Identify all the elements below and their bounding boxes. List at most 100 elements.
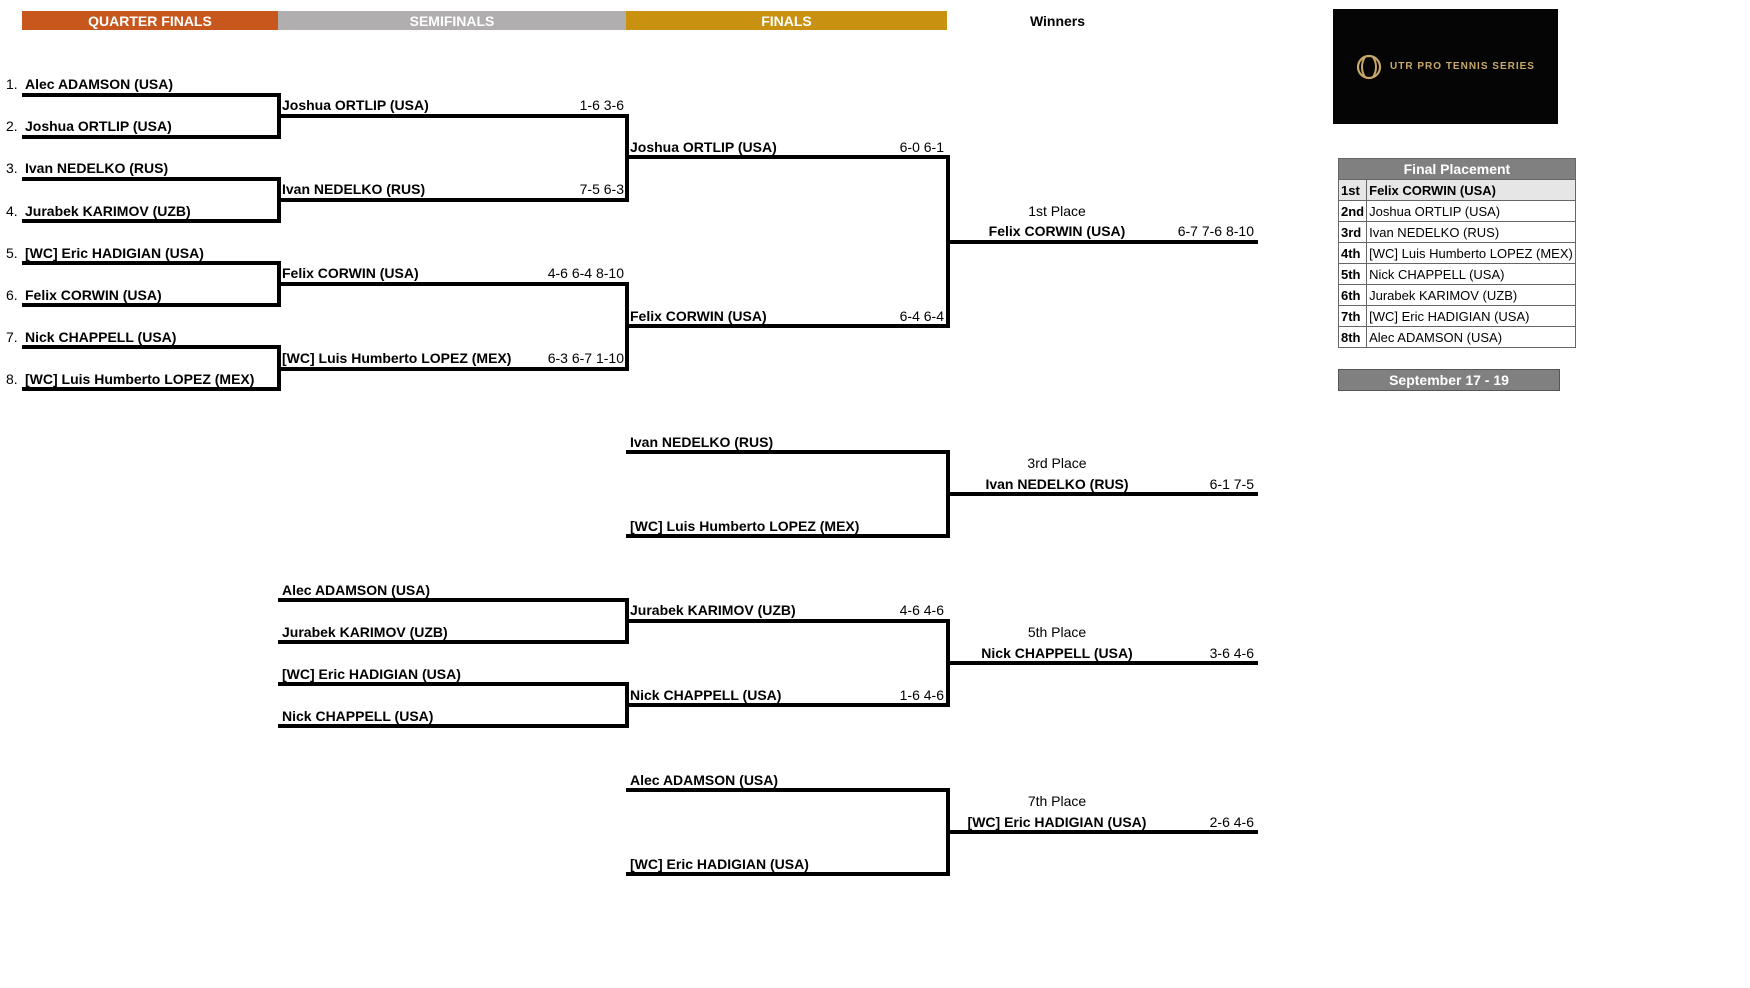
third-match-player-2: [WC] Luis Humberto LOPEZ (MEX): [630, 518, 860, 534]
bracket-line: [626, 534, 950, 538]
bracket-line: [278, 724, 629, 728]
placement-row: 8th Alec ADAMSON (USA): [1337, 326, 1576, 348]
placement-row: 6th Jurabek KARIMOV (UZB): [1337, 284, 1576, 306]
bracket-line: [626, 872, 950, 876]
placement-name: Nick CHAPPELL (USA): [1366, 263, 1576, 285]
utr-logo: UTR PRO TENNIS SERIES: [1333, 9, 1558, 124]
bracket-line: [626, 155, 950, 159]
placement-name: Ivan NEDELKO (RUS): [1366, 221, 1576, 243]
header-winners: Winners: [1029, 13, 1086, 29]
bracket-line: [278, 114, 629, 118]
sf-player-2: Ivan NEDELKO (RUS): [282, 181, 426, 197]
seed-number: 7.: [6, 329, 18, 345]
placement-name: Alec ADAMSON (USA): [1366, 326, 1576, 348]
qf-player-8: [WC] Luis Humberto LOPEZ (MEX): [25, 371, 255, 387]
sf-score-3: 4-6 6-4 8-10: [547, 265, 624, 281]
third-place-score: 6-1 7-5: [1209, 476, 1254, 492]
bracket-line: [626, 788, 950, 792]
event-dates: September 17 - 19: [1338, 369, 1560, 391]
placement-row: 7th [WC] Eric HADIGIAN (USA): [1337, 305, 1576, 327]
placement-rank: 1st: [1337, 179, 1368, 201]
final-placement-title: Final Placement: [1338, 158, 1576, 180]
sf-score-4: 6-3 6-7 1-10: [547, 350, 624, 366]
placement-row: 1st Felix CORWIN (USA): [1337, 179, 1576, 201]
header-semifinals: SEMIFINALS: [278, 11, 626, 30]
tennis-ball-icon: [1356, 54, 1382, 79]
placement-row: 3rd Ivan NEDELKO (RUS): [1337, 221, 1576, 243]
sf-score-1: 1-6 3-6: [579, 97, 624, 113]
consolation-player-4: Nick CHAPPELL (USA): [282, 708, 434, 724]
placement-rank: 7th: [1337, 305, 1368, 327]
fifth-place-score: 3-6 4-6: [1209, 645, 1254, 661]
bracket-line: [278, 367, 629, 371]
seventh-place-title: 7th Place: [1027, 793, 1087, 809]
qf-player-6: Felix CORWIN (USA): [25, 287, 162, 303]
bracket-line: [22, 177, 281, 181]
placement-rank: 6th: [1337, 284, 1368, 306]
bracket-line: [22, 345, 281, 349]
placement-name: [WC] Luis Humberto LOPEZ (MEX): [1366, 242, 1576, 264]
bracket-line: [278, 598, 629, 602]
sf-player-4: [WC] Luis Humberto LOPEZ (MEX): [282, 350, 512, 366]
bracket-line: [278, 640, 629, 644]
qf-player-5: [WC] Eric HADIGIAN (USA): [25, 245, 204, 261]
placement-name: Felix CORWIN (USA): [1366, 179, 1576, 201]
bracket-line: [946, 240, 1258, 244]
sf-player-1: Joshua ORTLIP (USA): [282, 97, 429, 113]
sf-score-2: 7-5 6-3: [579, 181, 624, 197]
first-place-title: 1st Place: [1028, 203, 1086, 219]
first-place-score: 6-7 7-6 8-10: [1177, 223, 1254, 239]
bracket-line: [278, 682, 629, 686]
seed-number: 3.: [6, 160, 18, 176]
qf-player-4: Jurabek KARIMOV (UZB): [25, 203, 191, 219]
seventh-match-player-1: Alec ADAMSON (USA): [630, 772, 779, 788]
fifth-match-score-1: 4-6 4-6: [899, 602, 944, 618]
seed-number: 1.: [6, 76, 18, 92]
bracket-line: [626, 450, 950, 454]
consolation-player-3: [WC] Eric HADIGIAN (USA): [282, 666, 461, 682]
bracket-line: [22, 135, 281, 139]
final-score-1: 6-0 6-1: [899, 139, 944, 155]
seed-number: 6.: [6, 287, 18, 303]
consolation-player-1: Alec ADAMSON (USA): [282, 582, 431, 598]
qf-player-1: Alec ADAMSON (USA): [25, 76, 174, 92]
bracket-line: [626, 324, 950, 328]
fifth-place-title: 5th Place: [1027, 624, 1087, 640]
placement-name: [WC] Eric HADIGIAN (USA): [1366, 305, 1576, 327]
bracket-line: [946, 661, 1258, 665]
bracket-line: [946, 492, 1258, 496]
fifth-match-player-1: Jurabek KARIMOV (UZB): [630, 602, 796, 618]
seed-number: 2.: [6, 118, 18, 134]
seventh-place-score: 2-6 4-6: [1209, 814, 1254, 830]
placement-rank: 5th: [1337, 263, 1368, 285]
seventh-match-player-2: [WC] Eric HADIGIAN (USA): [630, 856, 809, 872]
bracket-line: [22, 93, 281, 97]
bracket-line: [22, 261, 281, 265]
placement-rank: 8th: [1337, 326, 1368, 348]
placement-rank: 2nd: [1337, 200, 1368, 222]
qf-player-3: Ivan NEDELKO (RUS): [25, 160, 169, 176]
final-score-2: 6-4 6-4: [899, 308, 944, 324]
bracket-line: [278, 282, 629, 286]
qf-player-7: Nick CHAPPELL (USA): [25, 329, 177, 345]
seed-number: 4.: [6, 203, 18, 219]
bracket-line: [22, 387, 281, 391]
bracket-line: [626, 703, 950, 707]
first-place-name: Felix CORWIN (USA): [988, 223, 1126, 239]
final-placement-table: Final Placement 1st Felix CORWIN (USA) 2…: [1337, 158, 1576, 348]
placement-rank: 4th: [1337, 242, 1368, 264]
bracket-line: [946, 830, 1258, 834]
third-place-title: 3rd Place: [1027, 455, 1087, 471]
final-player-2: Felix CORWIN (USA): [630, 308, 767, 324]
sf-player-3: Felix CORWIN (USA): [282, 265, 419, 281]
third-place-name: Ivan NEDELKO (RUS): [985, 476, 1129, 492]
final-player-1: Joshua ORTLIP (USA): [630, 139, 777, 155]
consolation-player-2: Jurabek KARIMOV (UZB): [282, 624, 448, 640]
header-quarter-finals: QUARTER FINALS: [22, 11, 278, 30]
bracket-line: [626, 619, 950, 623]
fifth-place-name: Nick CHAPPELL (USA): [981, 645, 1133, 661]
bracket-line: [278, 198, 629, 202]
placement-name: Jurabek KARIMOV (UZB): [1366, 284, 1576, 306]
header-finals: FINALS: [626, 11, 947, 30]
qf-player-2: Joshua ORTLIP (USA): [25, 118, 172, 134]
